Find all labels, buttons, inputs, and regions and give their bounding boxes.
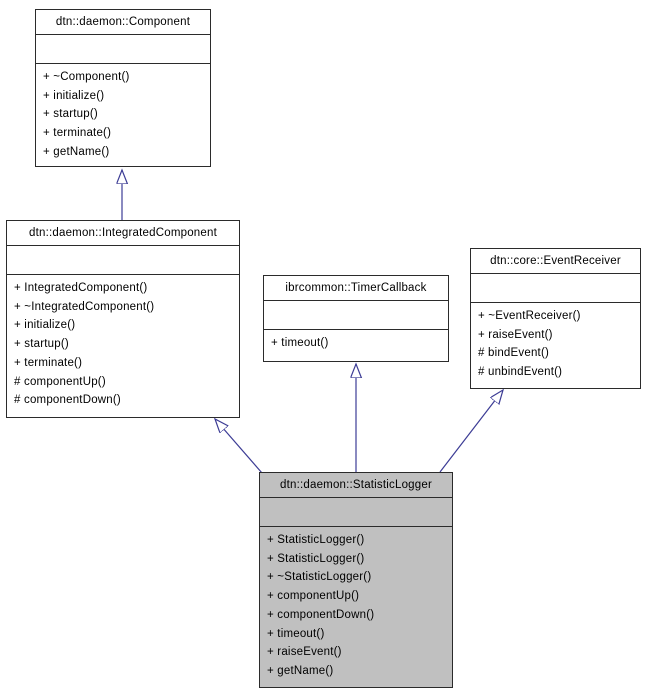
class-member: + getName() [43, 145, 110, 158]
class-member: + raiseEvent() [267, 646, 342, 659]
class-title[interactable]: dtn::daemon::IntegratedComponent [7, 221, 239, 246]
attributes-section-empty [471, 274, 640, 303]
methods-section: + ~Component() + initialize() + startup(… [36, 64, 210, 166]
class-member: + startup() [14, 338, 69, 351]
methods-section: + timeout() [264, 330, 448, 361]
class-member: + ~StatisticLogger() [267, 571, 372, 584]
class-member: + terminate() [43, 127, 112, 140]
attributes-section-empty [7, 246, 239, 275]
class-title[interactable]: dtn::daemon::StatisticLogger [260, 473, 452, 498]
class-title[interactable]: dtn::daemon::Component [36, 10, 210, 35]
attributes-section-empty [260, 498, 452, 527]
class-member: + timeout() [271, 337, 329, 349]
class-member: + initialize() [14, 319, 76, 332]
class-member: + terminate() [14, 356, 83, 369]
class-member: + ~IntegratedComponent() [14, 300, 155, 313]
class-member: + StatisticLogger() [267, 534, 365, 546]
class-box-statisticlogger[interactable]: dtn::daemon::StatisticLogger + Statistic… [259, 472, 453, 688]
class-box-component[interactable]: dtn::daemon::Component + ~Component() + … [35, 9, 211, 167]
class-member: + IntegratedComponent() [14, 282, 148, 294]
class-title[interactable]: ibrcommon::TimerCallback [264, 276, 448, 301]
attributes-section-empty [36, 35, 210, 64]
class-box-eventreceiver[interactable]: dtn::core::EventReceiver + ~EventReceive… [470, 248, 641, 389]
class-member: + componentDown() [267, 608, 375, 621]
class-member: # componentDown() [14, 394, 121, 407]
class-member: + getName() [267, 664, 334, 677]
class-member: + StatisticLogger() [267, 552, 365, 565]
inheritance-arrow-statisticlogger-to-integratedcomponent [215, 419, 263, 474]
class-title[interactable]: dtn::core::EventReceiver [471, 249, 640, 274]
inheritance-arrow-statisticlogger-to-eventreceiver [439, 390, 503, 473]
methods-section: + ~EventReceiver() + raiseEvent() # bind… [471, 303, 640, 388]
class-member: + timeout() [267, 627, 325, 640]
attributes-section-empty [264, 301, 448, 330]
class-member: # unbindEvent() [478, 366, 563, 379]
class-box-timercallback[interactable]: ibrcommon::TimerCallback + timeout() [263, 275, 449, 362]
class-box-integratedcomponent[interactable]: dtn::daemon::IntegratedComponent + Integ… [6, 220, 240, 418]
class-member: + componentUp() [267, 590, 360, 603]
class-member: + initialize() [43, 89, 105, 102]
class-member: + raiseEvent() [478, 328, 553, 341]
class-member: + ~EventReceiver() [478, 310, 581, 322]
methods-section: + StatisticLogger() + StatisticLogger() … [260, 527, 452, 687]
class-member: + startup() [43, 108, 98, 121]
class-member: # componentUp() [14, 375, 106, 388]
class-member: # bindEvent() [478, 347, 549, 360]
methods-section: + IntegratedComponent() + ~IntegratedCom… [7, 275, 239, 417]
class-member: + ~Component() [43, 71, 130, 83]
